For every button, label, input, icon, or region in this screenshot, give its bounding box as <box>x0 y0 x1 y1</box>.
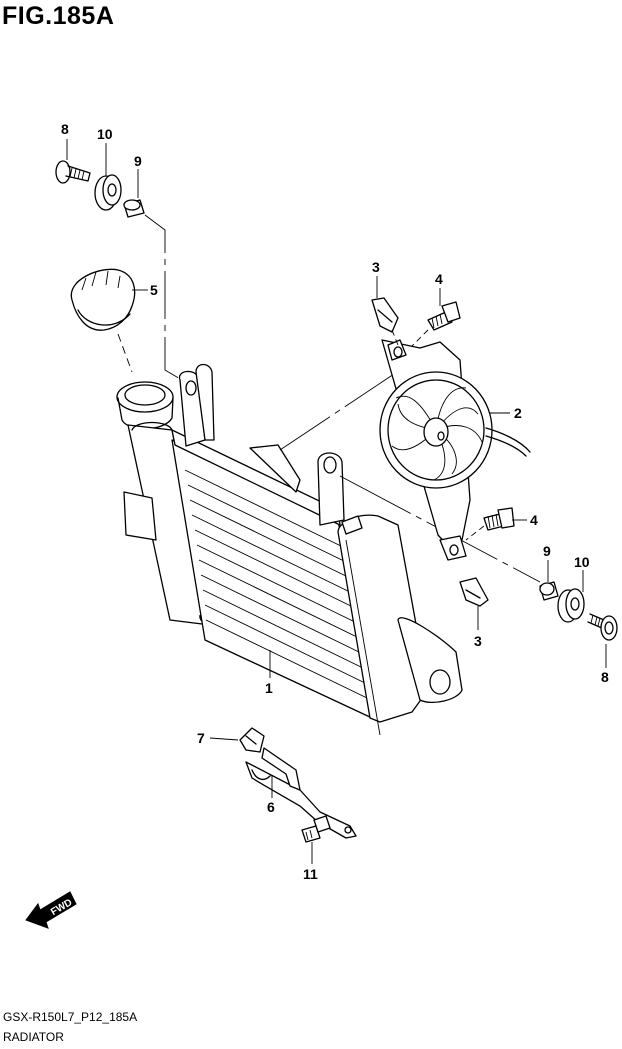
callout-7[interactable]: 7 <box>197 730 205 746</box>
part-7-clip[interactable] <box>239 727 265 753</box>
part-2-cooling-fan[interactable] <box>379 339 531 561</box>
figure-title: FIG.185A <box>2 2 115 30</box>
part-3-clip-nut-bottom[interactable] <box>459 577 489 607</box>
callout-9-right[interactable]: 9 <box>543 543 551 559</box>
callout-8-top[interactable]: 8 <box>61 121 69 137</box>
part-10-grommet-top[interactable] <box>94 174 122 211</box>
part-3-clip-nut-top[interactable] <box>371 297 399 333</box>
callout-8-right[interactable]: 8 <box>601 669 609 685</box>
callout-4-top[interactable]: 4 <box>435 271 443 287</box>
part-11-bolt[interactable] <box>301 815 331 843</box>
section-name: RADIATOR <box>3 1030 64 1044</box>
part-8-bolt-top[interactable] <box>55 160 91 184</box>
filler-neck <box>116 381 174 430</box>
part-8-bolt-right[interactable] <box>587 613 618 641</box>
part-9-collar-right[interactable] <box>539 581 559 601</box>
callout-11[interactable]: 11 <box>303 866 318 882</box>
callout-3-top[interactable]: 3 <box>372 259 380 275</box>
callout-3-bottom[interactable]: 3 <box>474 633 482 649</box>
part-4-bolt-top[interactable] <box>427 301 461 331</box>
model-code: GSX-R150L7_P12_185A <box>3 1010 138 1024</box>
fwd-label: FWD <box>49 897 74 918</box>
callout-2[interactable]: 2 <box>514 405 522 421</box>
leader-lines <box>66 139 607 864</box>
part-4-bolt-right[interactable] <box>483 507 515 531</box>
part-5-radiator-cap[interactable] <box>70 268 136 331</box>
part-1-radiator[interactable] <box>123 363 463 736</box>
callout-4-right[interactable]: 4 <box>530 512 538 528</box>
callout-1[interactable]: 1 <box>265 680 273 696</box>
callout-10-right[interactable]: 10 <box>574 554 590 570</box>
part-10-grommet-right[interactable] <box>557 588 585 623</box>
callout-9-top[interactable]: 9 <box>134 153 142 169</box>
part-9-collar-top[interactable] <box>123 199 145 218</box>
callout-10-top[interactable]: 10 <box>97 126 113 142</box>
fwd-arrow-icon: FWD <box>25 891 77 929</box>
callout-6[interactable]: 6 <box>267 799 275 815</box>
callout-5[interactable]: 5 <box>150 282 158 298</box>
part-6-bracket[interactable] <box>245 747 357 839</box>
